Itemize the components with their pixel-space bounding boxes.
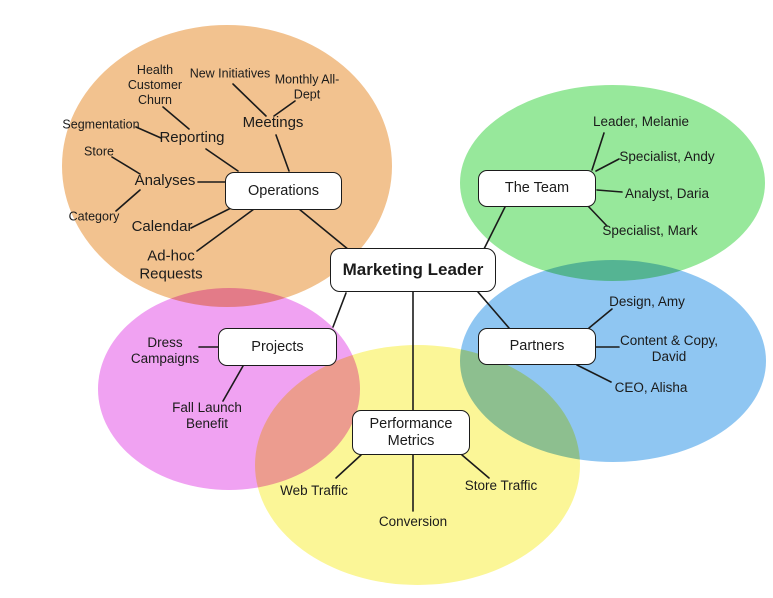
label-ceo-alisha: CEO, Alisha [614,380,688,396]
node-projects: Projects [218,328,337,366]
node-the-team: The Team [478,170,596,207]
label-specialist-mark: Specialist, Mark [602,223,698,239]
label-ad-hoc-requests: Ad-hoc Requests [139,247,203,282]
label-dress-campaigns: Dress Campaigns [130,335,200,366]
label-specialist-andy: Specialist, Andy [619,149,715,165]
label-meetings: Meetings [242,114,304,132]
node-marketing-leader: Marketing Leader [330,248,496,292]
label-web-traffic: Web Traffic [280,483,348,499]
label-health-customer-churn: Health Customer Churn [127,62,183,107]
label-segmentation: Segmentation [62,117,140,132]
label-category: Category [68,209,120,224]
label-calendar: Calendar [131,218,193,236]
label-analyst-daria: Analyst, Daria [624,186,710,202]
label-store: Store [84,144,114,159]
label-design-amy: Design, Amy [609,294,685,310]
label-conversion: Conversion [378,514,448,530]
label-monthly-all-dept: Monthly All- Dept [274,72,340,101]
label-reporting: Reporting [159,129,225,147]
label-store-traffic: Store Traffic [464,478,538,494]
label-analyses: Analyses [134,172,196,190]
edge-projects-center [332,292,347,328]
performance-region-ellipse [255,345,580,585]
node-partners: Partners [478,328,596,365]
label-new-initiatives: New Initiatives [189,66,271,81]
node-performance-metrics: Performance Metrics [352,410,470,455]
label-leader-melanie: Leader, Melanie [592,114,690,130]
label-fall-launch-benefit: Fall Launch Benefit [172,400,242,431]
node-operations: Operations [225,172,342,210]
label-content-copy-david: Content & Copy, David [619,333,719,364]
